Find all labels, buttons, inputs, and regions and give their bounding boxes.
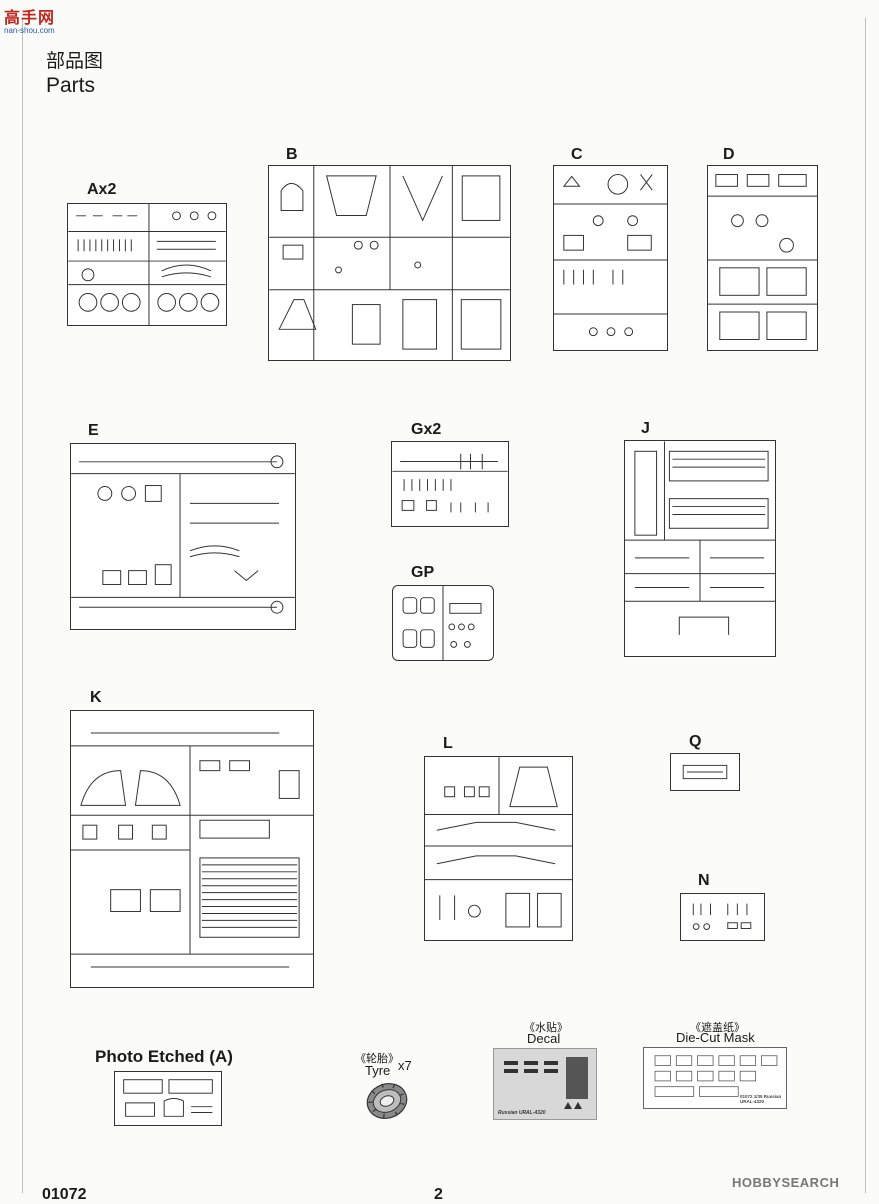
- sprue-j: [624, 440, 776, 657]
- sprue-gp-label: GP: [411, 564, 435, 581]
- logo-url: nan-shou.com: [4, 26, 55, 35]
- sprue-b: [268, 165, 511, 361]
- tyre-label: Tyre: [365, 1063, 391, 1078]
- mask-label: Die-Cut Mask: [676, 1030, 755, 1045]
- sprue-gp: [392, 585, 494, 661]
- photo-etched-label: Photo Etched (A): [95, 1047, 233, 1066]
- sprue-gp-parts: [402, 586, 482, 660]
- sprue-j-parts: [625, 441, 775, 635]
- decal-sheet: Russian URAL-4320: [493, 1048, 597, 1120]
- sprue-q: [670, 753, 740, 791]
- tyre-label-cn: 《轮胎》: [355, 1053, 399, 1065]
- sprue-k-label: K: [90, 689, 102, 706]
- sprue-q-parts: [682, 764, 728, 780]
- sprue-g-parts: [392, 453, 508, 513]
- sprue-a-parts: [68, 204, 226, 325]
- sprue-g: [391, 441, 509, 527]
- sprue-k-parts: [71, 732, 313, 968]
- sprue-k: [70, 710, 314, 988]
- sprue-n-label: N: [698, 872, 710, 889]
- photo-etched-fret: [114, 1071, 222, 1126]
- sprue-n: [680, 893, 765, 941]
- page-border: [22, 18, 866, 1193]
- sprue-e-label: E: [88, 422, 99, 439]
- sprue-c: [553, 165, 668, 351]
- logo-brand: 高手网: [4, 10, 56, 27]
- sprue-l-label: L: [443, 735, 453, 752]
- decal-caption: Russian URAL-4320: [498, 1110, 546, 1116]
- photo-etched-parts: [123, 1079, 213, 1117]
- sprue-a: [67, 203, 227, 326]
- source-watermark: HOBBYSEARCH: [732, 1175, 840, 1190]
- tyre-image: [364, 1078, 410, 1124]
- page-number: 2: [434, 1186, 443, 1203]
- decal-label: Decal: [527, 1031, 561, 1046]
- sprue-d: [707, 165, 818, 351]
- sprue-c-label: C: [571, 146, 583, 163]
- sprue-j-label: J: [641, 420, 650, 437]
- page-title: Parts: [46, 74, 96, 97]
- sprue-l: [424, 756, 573, 941]
- sprue-e: [70, 443, 296, 630]
- mask-label-cn: 《遮盖纸》: [690, 1022, 745, 1034]
- page-title-cn: 部品图: [46, 51, 104, 72]
- sprue-l-parts: [425, 757, 572, 928]
- sprue-b-label: B: [286, 146, 298, 163]
- site-logo: 高手网 nan-shou.com: [4, 4, 74, 38]
- sprue-n-parts: [692, 903, 752, 930]
- decal-label-cn: 《水贴》: [524, 1022, 568, 1034]
- mask-sheet: 01072 1/35 Russian URAL-4320: [643, 1047, 787, 1109]
- sprue-a-label: Ax2: [87, 181, 117, 198]
- sprue-e-parts: [71, 455, 295, 614]
- mask-artwork: [654, 1055, 778, 1097]
- product-code: 01072: [42, 1186, 87, 1203]
- sprue-d-label: D: [723, 146, 735, 163]
- sprue-g-label: Gx2: [411, 421, 442, 438]
- tyre-quantity: x7: [398, 1058, 412, 1073]
- sprue-c-parts: [554, 173, 667, 337]
- sprue-d-parts: [708, 174, 817, 340]
- sprue-b-parts: [269, 166, 510, 360]
- mask-caption: 01072 1/35 Russian URAL-4320: [740, 1094, 782, 1104]
- sprue-q-label: Q: [689, 733, 702, 750]
- decal-artwork: [504, 1057, 588, 1109]
